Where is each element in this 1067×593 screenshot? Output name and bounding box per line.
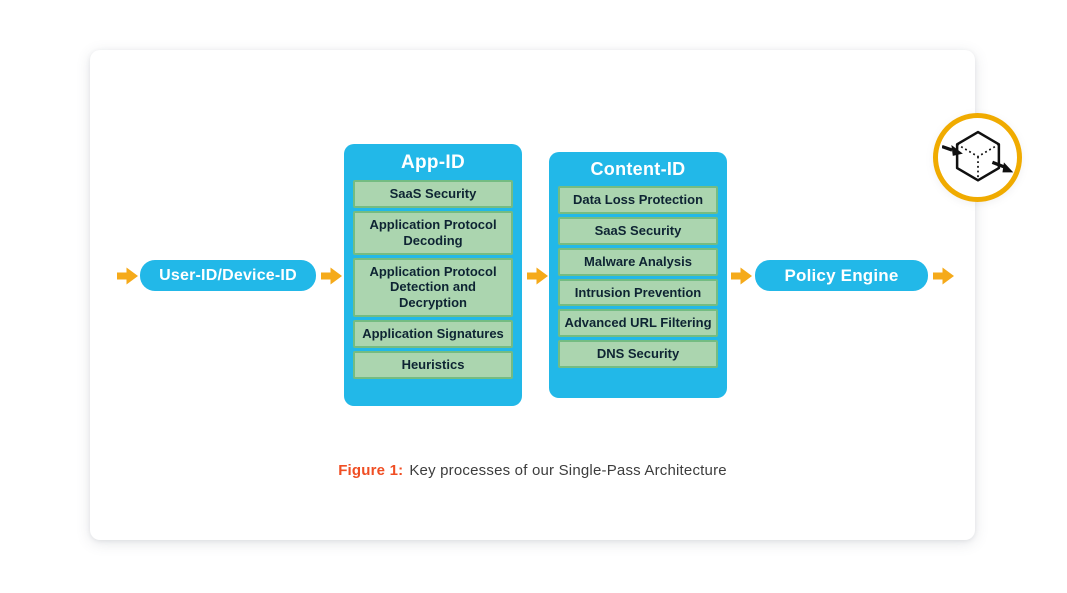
cube-single-pass-icon xyxy=(933,113,1022,202)
content-id-items: Data Loss Protection SaaS Security Malwa… xyxy=(549,186,727,378)
app-id-item: Application Protocol Decoding xyxy=(353,210,513,255)
content-id-item: Advanced URL Filtering xyxy=(558,309,718,338)
user-id-device-id-node: User-ID/Device-ID xyxy=(140,260,316,291)
flow-arrow-icon xyxy=(731,267,752,285)
flow-arrow-icon xyxy=(527,267,548,285)
flow-arrow-icon xyxy=(321,267,342,285)
app-id-item: SaaS Security xyxy=(353,180,513,208)
content-id-item: Intrusion Prevention xyxy=(558,278,718,307)
content-id-item: DNS Security xyxy=(558,340,718,369)
content-id-title: Content-ID xyxy=(590,159,686,179)
policy-engine-node: Policy Engine xyxy=(755,260,928,291)
app-id-title: App-ID xyxy=(400,152,466,173)
content-id-item: Malware Analysis xyxy=(558,247,718,276)
app-id-item: Heuristics xyxy=(353,351,513,379)
app-id-item: Application Signatures xyxy=(353,320,513,349)
content-id-group: Content-ID Data Loss Protection SaaS Sec… xyxy=(549,152,727,398)
flow-arrow-icon xyxy=(933,267,954,285)
figure-caption-text: Key processes of our Single-Pass Archite… xyxy=(409,462,727,479)
content-id-item: Data Loss Protection xyxy=(558,186,718,214)
figure-caption-label: Figure 1: xyxy=(338,462,404,479)
app-id-items: SaaS Security Application Protocol Decod… xyxy=(344,180,522,389)
app-id-item: Application Protocol Detection and Decry… xyxy=(353,257,513,318)
flow-arrow-icon xyxy=(117,267,138,285)
figure-card xyxy=(90,50,975,540)
content-id-item: SaaS Security xyxy=(558,216,718,245)
figure-caption: Figure 1: Key processes of our Single-Pas… xyxy=(90,462,975,479)
app-id-group: App-ID SaaS Security Application Protoco… xyxy=(344,144,522,406)
